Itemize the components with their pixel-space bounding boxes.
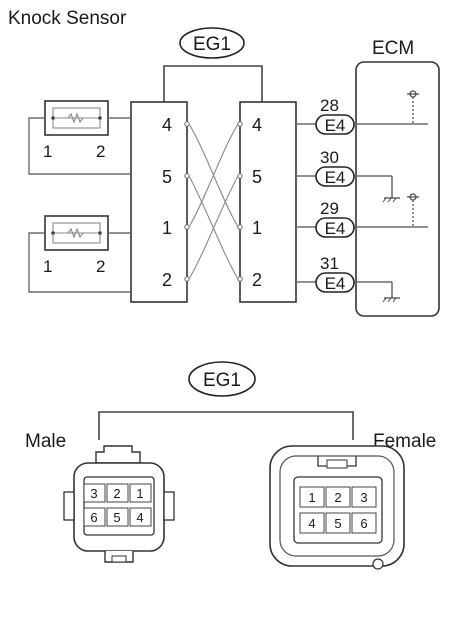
knock-sensor-1: 1 2 xyxy=(43,100,109,161)
connector-block-left xyxy=(130,101,188,303)
right-pin-2: 2 xyxy=(252,270,262,290)
ecm-label: ECM xyxy=(372,38,414,59)
female-pin: 6 xyxy=(360,516,367,531)
left-pin-5: 5 xyxy=(162,167,172,187)
ecm-internal-symbols xyxy=(382,90,419,303)
female-pin: 4 xyxy=(308,516,315,531)
male-pin: 4 xyxy=(136,510,143,525)
sensor2-terminal-1: 1 xyxy=(43,257,52,276)
connector-block-right xyxy=(239,101,297,303)
bottom-connector-badge xyxy=(188,361,256,397)
sensor2-terminal-2: 2 xyxy=(96,257,105,276)
ecm-pin-31-number: 31 xyxy=(320,254,339,273)
male-pin: 1 xyxy=(136,486,143,501)
sensor-wires xyxy=(28,117,131,293)
connector-badge xyxy=(179,27,245,59)
left-pin-1: 1 xyxy=(162,218,172,238)
knock-sensor-2: 1 2 xyxy=(43,215,109,276)
crossing-wires xyxy=(184,121,243,282)
ecm-pin-29-connector: E4 xyxy=(325,219,346,238)
ecm-pin-29-number: 29 xyxy=(320,199,339,218)
left-pin-4: 4 xyxy=(162,115,172,135)
female-pin: 3 xyxy=(360,490,367,505)
sensor1-terminal-2: 2 xyxy=(96,142,105,161)
right-pin-4: 4 xyxy=(252,115,262,135)
male-connector: 3 2 1 6 5 4 xyxy=(63,445,175,563)
ecm-pin-31-connector: E4 xyxy=(325,274,346,293)
female-pin: 1 xyxy=(308,490,315,505)
ecm-pin-28-connector: E4 xyxy=(325,116,346,135)
connector-bracket xyxy=(163,65,263,102)
male-pin: 2 xyxy=(113,486,120,501)
male-label: Male xyxy=(25,431,66,452)
female-pin: 5 xyxy=(334,516,341,531)
bottom-connector-bracket xyxy=(98,411,354,440)
ecm-box xyxy=(355,61,440,317)
connector-badge-label: EG1 xyxy=(193,34,231,55)
female-connector: 1 2 3 4 5 6 xyxy=(269,445,405,570)
ecm-pin-badges: E4 E4 E4 E4 28 30 29 31 xyxy=(315,96,355,293)
ecm-pin-28-number: 28 xyxy=(320,96,339,115)
diagram-title: Knock Sensor xyxy=(8,8,127,29)
left-pin-2: 2 xyxy=(162,270,172,290)
right-pin-1: 1 xyxy=(252,218,262,238)
ecm-pin-30-connector: E4 xyxy=(325,168,346,187)
male-pin: 5 xyxy=(113,510,120,525)
sensor1-terminal-1: 1 xyxy=(43,142,52,161)
ecm-wires xyxy=(296,123,428,283)
right-pin-5: 5 xyxy=(252,167,262,187)
bottom-connector-badge-label: EG1 xyxy=(203,370,241,391)
ecm-pin-30-number: 30 xyxy=(320,148,339,167)
female-pin: 2 xyxy=(334,490,341,505)
male-pin: 3 xyxy=(90,486,97,501)
male-pin: 6 xyxy=(90,510,97,525)
